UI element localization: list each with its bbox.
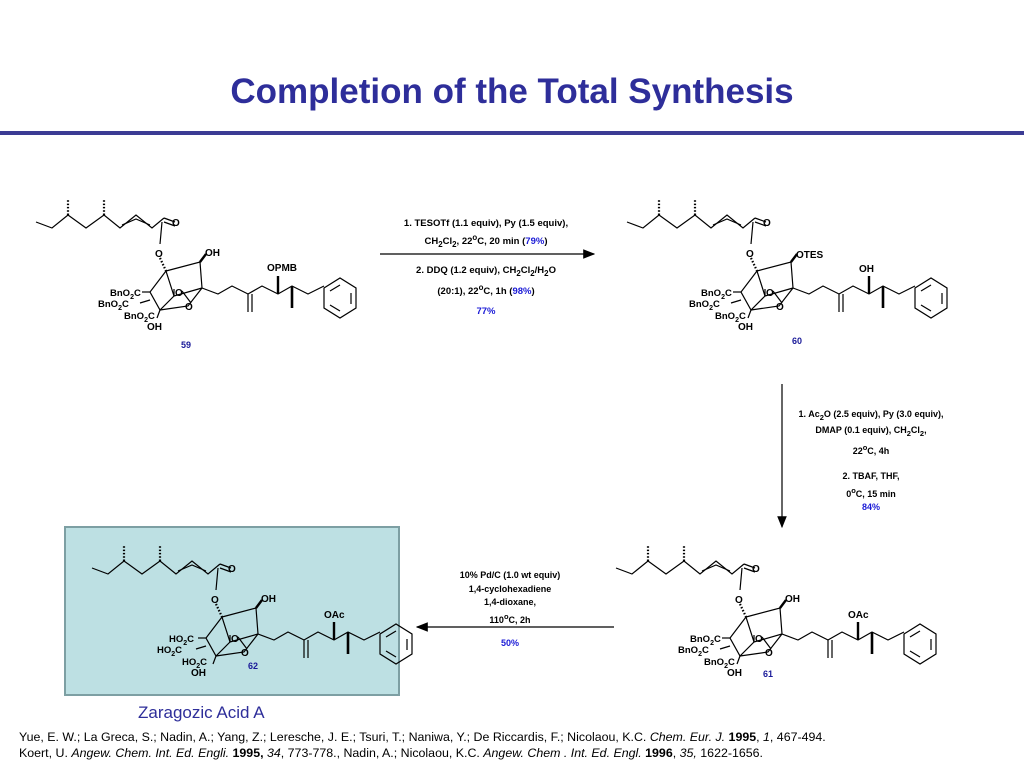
atom-oh: OH <box>261 594 276 605</box>
atom-oh: OH <box>785 594 800 605</box>
atom-o-ring2: O <box>776 302 784 313</box>
conditions-line: 110oC, 2h <box>489 611 531 625</box>
conditions-line: 2. TBAF, THF, <box>842 471 900 482</box>
ester-label-3: BnO2C <box>704 657 735 670</box>
compound-number-60: 60 <box>791 336 802 346</box>
atom-o-carbonyl: O <box>763 218 771 229</box>
conditions-step-2: 1. Ac2O (2.5 equiv), Py (3.0 equiv), DMA… <box>781 408 961 515</box>
atom-o-ester: O <box>735 595 743 606</box>
structure-60: O O OTES O O OH BnO2C BnO2C BnO2C OH <box>625 198 949 333</box>
atom-o-ring2: O <box>765 648 773 659</box>
reference-2: Koert, U. Angew. Chem. Int. Ed. Engli. 1… <box>19 746 763 760</box>
conditions-line: (20:1), 22oC, 1h (98%) <box>437 282 535 298</box>
ester-label-2: BnO2C <box>98 299 129 312</box>
acid-label-1: HO2C <box>169 634 194 647</box>
ester-label-1: BnO2C <box>690 634 721 647</box>
conditions-step-1: 1. TESOTf (1.1 equiv), Py (1.5 equiv), C… <box>368 217 604 319</box>
conditions-line: 1,4-cyclohexadiene <box>468 583 552 594</box>
ester-label-2: BnO2C <box>689 299 720 312</box>
ester-label-1: BnO2C <box>701 288 732 301</box>
page-title: Completion of the Total Synthesis <box>230 72 794 111</box>
atom-o-ring: O <box>175 288 183 299</box>
conditions-line: 10% Pd/C (1.0 wt equiv) <box>459 570 561 580</box>
conditions-line: 0oC, 15 min <box>846 485 896 499</box>
atom-o-ester: O <box>155 249 163 260</box>
conditions-step-3: 10% Pd/C (1.0 wt equiv) 1,4-cyclohexadie… <box>430 569 590 651</box>
atom-oac: OAc <box>848 610 869 621</box>
atom-oh-bottom: OH <box>738 322 753 333</box>
compound-number-62: 62 <box>247 661 258 671</box>
atom-o-ring: O <box>766 288 774 299</box>
atom-o-ester: O <box>211 595 219 606</box>
ester-label-2: BnO2C <box>678 645 709 658</box>
atom-o-ester: O <box>746 249 754 260</box>
atom-oh-bottom: OH <box>727 668 742 679</box>
overall-yield-step-2: 84% <box>861 502 880 513</box>
atom-oh-bottom: OH <box>191 668 206 679</box>
atom-oh-side: OH <box>859 264 874 275</box>
conditions-line: CH2Cl2, 22oC, 20 min (79%) <box>424 233 548 250</box>
atom-o-carbonyl: O <box>172 218 180 229</box>
atom-o-carbonyl: O <box>752 564 760 575</box>
atom-oh-bottom: OH <box>147 322 162 333</box>
atom-oh: OH <box>205 248 220 259</box>
atom-o-ring2: O <box>185 302 193 313</box>
atom-opmb: OPMB <box>267 263 297 274</box>
atom-oac: OAc <box>324 610 345 621</box>
title-divider <box>0 131 1024 135</box>
overall-yield-step-3: 50% <box>500 638 519 648</box>
structure-62: O O OH O O OAc HO2C HO2C HO2C OH <box>90 544 414 679</box>
conditions-line: 22oC, 4h <box>852 442 890 456</box>
overall-yield-step-1: 77% <box>476 306 496 318</box>
product-caption: Zaragozic Acid A <box>138 703 265 722</box>
atom-o-ring2: O <box>241 648 249 659</box>
atom-otes: OTES <box>796 250 824 261</box>
atom-o-ring: O <box>755 634 763 645</box>
compound-number-59: 59 <box>180 340 191 350</box>
acid-label-2: HO2C <box>157 645 182 658</box>
conditions-line: 2. DDQ (1.2 equiv), CH2Cl2/H2O <box>416 265 556 278</box>
atom-o-ring: O <box>231 634 239 645</box>
product-highlight-box <box>64 526 400 696</box>
atom-o-carbonyl: O <box>228 564 236 575</box>
ester-label-1: BnO2C <box>110 288 141 301</box>
compound-number-61: 61 <box>762 669 773 679</box>
conditions-line: 1,4-dioxane, <box>483 597 537 607</box>
conditions-line: DMAP (0.1 equiv), CH2Cl2, <box>815 425 927 439</box>
conditions-line: 1. Ac2O (2.5 equiv), Py (3.0 equiv), <box>798 409 944 422</box>
acid-label-3: HO2C <box>182 657 207 670</box>
conditions-line: 1. TESOTf (1.1 equiv), Py (1.5 equiv), <box>403 218 569 229</box>
ester-label-3: BnO2C <box>124 311 155 324</box>
ester-label-3: BnO2C <box>715 311 746 324</box>
reference-1: Yue, E. W.; La Greca, S.; Nadin, A.; Yan… <box>19 730 826 744</box>
references: Yue, E. W.; La Greca, S.; Nadin, A.; Yan… <box>19 729 1009 761</box>
structure-59: O O OH O O OPMB BnO2C BnO2C BnO2C OH <box>34 198 358 333</box>
structure-61: O O OH O O OAc BnO2C BnO2C BnO2C OH <box>614 544 938 679</box>
